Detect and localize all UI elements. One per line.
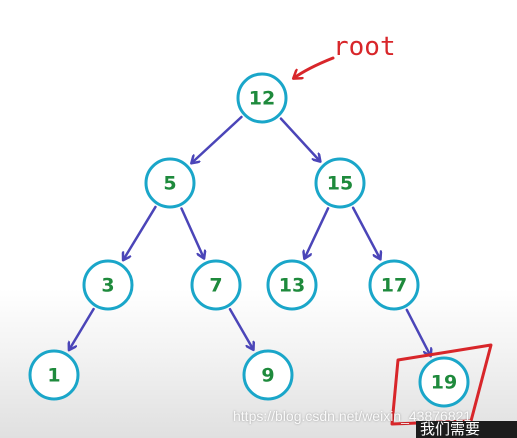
- tree-node-15: 15: [314, 157, 366, 209]
- tree-node-19: 19: [418, 356, 470, 408]
- root-arrow: [294, 56, 335, 78]
- node-label-12: 12: [249, 88, 275, 110]
- tree-node-7: 7: [190, 259, 242, 311]
- node-circle-15: [314, 157, 366, 209]
- edge-7-9: [228, 307, 253, 349]
- node-circle-1: [28, 349, 80, 401]
- tree-node-17: 17: [368, 259, 420, 311]
- tree-node-3: 3: [82, 259, 134, 311]
- edge-12-5: [192, 115, 243, 163]
- node-label-1: 1: [47, 365, 60, 387]
- node-circle-12: [236, 72, 288, 124]
- caption-overlay: 我们需要: [416, 421, 517, 438]
- node-circle-13: [266, 259, 318, 311]
- root-label: root: [333, 32, 396, 62]
- tree-node-1: 1: [28, 349, 80, 401]
- edge-5-3: [124, 205, 157, 259]
- node-circle-5: [144, 157, 196, 209]
- node-label-5: 5: [163, 173, 176, 195]
- edge-15-13: [305, 207, 330, 258]
- node-label-13: 13: [279, 275, 305, 297]
- tree-node-5: 5: [144, 157, 196, 209]
- node-label-7: 7: [209, 275, 222, 297]
- tree-node-12: 12: [236, 72, 288, 124]
- edge-5-7: [180, 207, 204, 258]
- tree-node-9: 9: [242, 349, 294, 401]
- tree-node-13: 13: [266, 259, 318, 311]
- node-label-3: 3: [101, 275, 114, 297]
- edge-12-15: [279, 117, 320, 161]
- node-circle-3: [82, 259, 134, 311]
- node-circle-19: [418, 356, 470, 408]
- edge-3-1: [69, 307, 95, 349]
- node-label-19: 19: [431, 372, 457, 394]
- node-circle-9: [242, 349, 294, 401]
- edge-17-19: [405, 308, 430, 355]
- edge-15-17: [351, 206, 380, 259]
- node-label-9: 9: [261, 365, 274, 387]
- node-label-15: 15: [327, 173, 353, 195]
- node-circle-7: [190, 259, 242, 311]
- watermark: https://blog.csdn.net/weixin_43876821: [233, 408, 472, 424]
- node-circle-17: [368, 259, 420, 311]
- edges-layer: [69, 115, 430, 355]
- node-label-17: 17: [381, 275, 407, 297]
